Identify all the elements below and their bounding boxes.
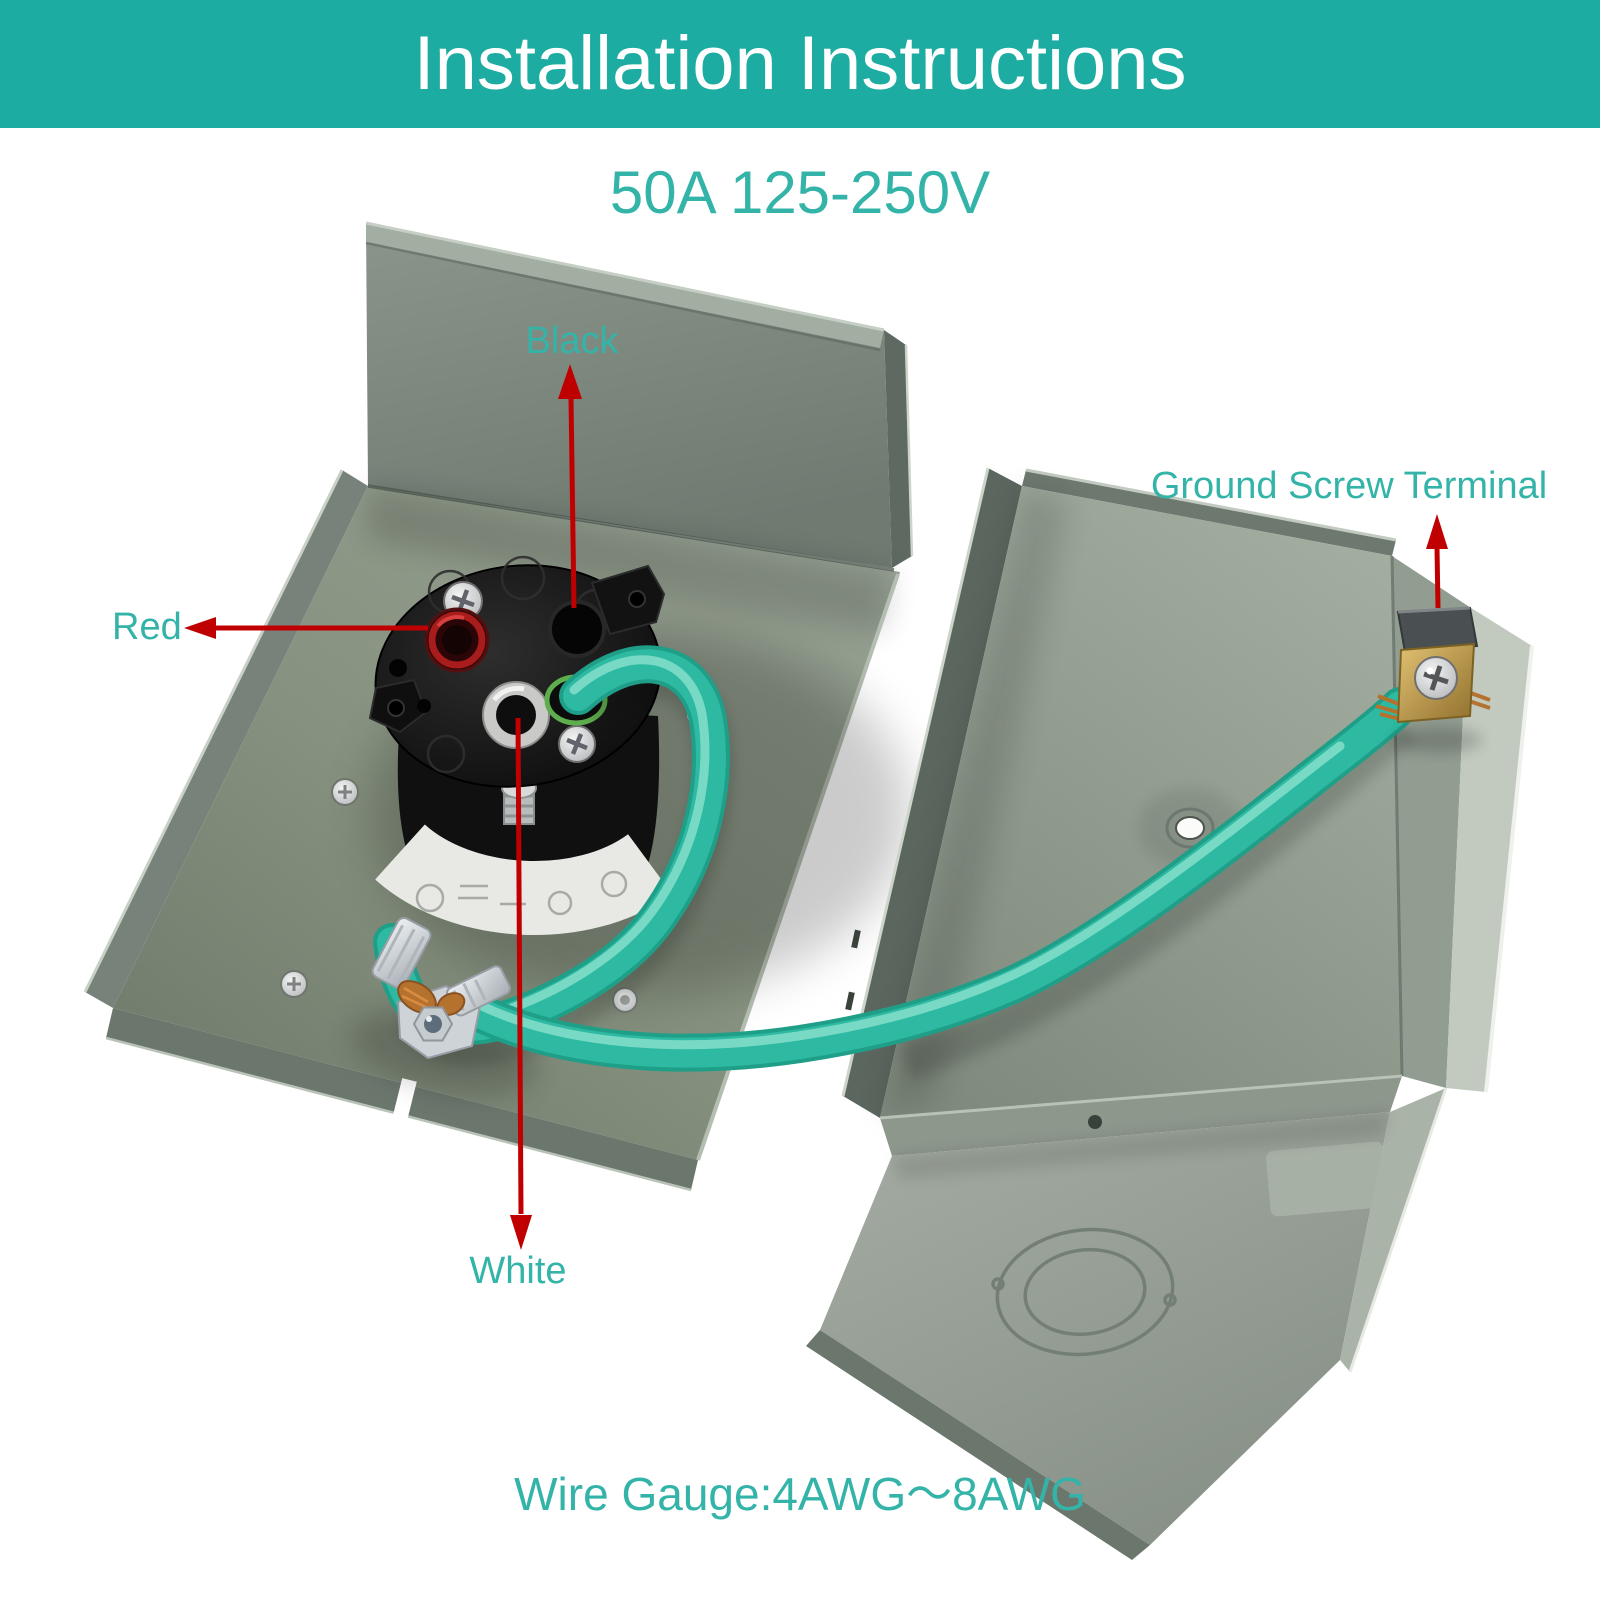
white-terminal-hole [482,681,550,749]
ground-wire-to-box [459,687,1419,1072]
box-left-wall [843,468,1022,1118]
receptacle-ear-right [590,564,666,636]
ground-terminal-arrow [1426,514,1448,609]
label-ground-screw-terminal: Ground Screw Terminal [1150,465,1548,507]
rating-subtitle: 50A 125-250V [609,159,991,226]
page-title: Installation Instructions [413,21,1187,106]
receptacle-label-marks [415,870,628,916]
label-white-wire: White [469,1250,567,1292]
knockout-circle [991,1227,1177,1357]
black-terminal-hole [548,600,606,658]
receptacle-screw-bottom [558,725,596,763]
label-red-wire: Red [112,606,182,648]
ground-screw [1414,656,1458,700]
ground-wire-lugs [371,916,511,1060]
receptacle [368,555,672,936]
label-black-wire: Black [525,320,619,362]
black-wire-arrow [558,364,582,609]
header-banner: Installation Instructions [0,0,1600,128]
ground-screw-terminal [1375,606,1491,753]
cover-plate-assembly [83,221,914,1192]
box-front-hole [1088,1115,1102,1129]
white-wire-arrow [510,717,532,1250]
red-terminal-hole [424,607,490,673]
wire-gauge-note: Wire Gauge:4AWG～8AWG [514,1468,1086,1520]
red-wire-arrow [184,617,428,639]
cover-mounting-notch [388,1078,417,1139]
lug-bolt [412,1006,454,1042]
annotation-arrows [184,364,1448,1250]
box-front-wall [820,1112,1390,1545]
